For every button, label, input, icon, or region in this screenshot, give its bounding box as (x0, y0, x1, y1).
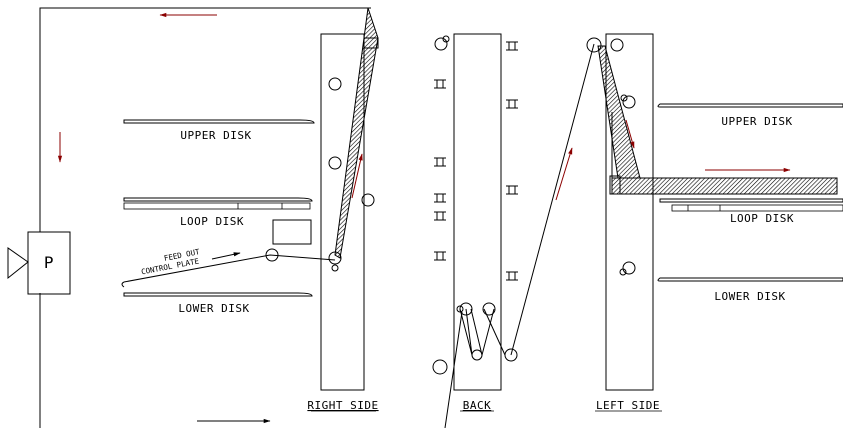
upper-disk-left (657, 103, 843, 108)
circulation-loop (39, 7, 371, 428)
upper-disk-left-label: UPPER DISK (721, 115, 792, 128)
back-right-brackets (506, 41, 518, 281)
pump-label: P (44, 253, 54, 272)
right-side-label: RIGHT SIDE (307, 399, 378, 412)
back-column (453, 33, 502, 391)
loop-disk-right (123, 202, 311, 210)
back-section: BACK (432, 33, 595, 428)
lower-disk-left-label: LOWER DISK (714, 290, 785, 303)
left-side-section: UPPER DISK LOOP DISK LOWER DISK LEFT SID… (586, 33, 843, 412)
lower-disk-left (657, 277, 843, 282)
left-side-label: LEFT SIDE (596, 399, 660, 412)
loop-disk-right-label: LOOP DISK (180, 215, 244, 228)
left-side-hatched-web (597, 45, 641, 179)
right-side-column (320, 33, 365, 391)
back-left-brackets (434, 79, 446, 261)
exit-hatched-web (611, 177, 838, 195)
lower-disk-right-label: LOWER DISK (178, 302, 249, 315)
upper-disk-right-label: UPPER DISK (180, 129, 251, 142)
upper-disk-right (123, 119, 315, 124)
feed-out-box (272, 219, 312, 245)
back-label: BACK (463, 399, 492, 412)
loop-disk-left (671, 204, 843, 212)
right-side-hatched-web (334, 7, 379, 259)
loop-disk-left-label: LOOP DISK (730, 212, 794, 225)
right-side-section: UPPER DISK LOOP DISK FEED OUT CONTROL PL… (121, 7, 379, 412)
pump: P (7, 231, 71, 295)
lower-disk-right (123, 292, 313, 297)
left-side-column (605, 33, 654, 391)
